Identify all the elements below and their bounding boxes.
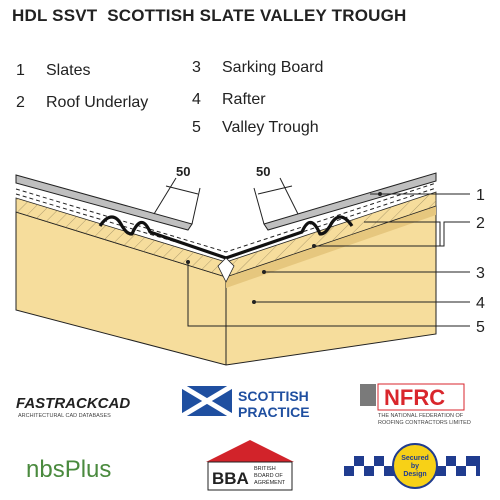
legend-number: 2 bbox=[16, 94, 25, 111]
sarking-board-left-hatch bbox=[16, 198, 226, 277]
leader-dot bbox=[378, 192, 382, 196]
dimension-label-left: 50 bbox=[176, 164, 190, 179]
sbd-line2: by bbox=[411, 463, 419, 470]
leader-2b bbox=[364, 221, 441, 246]
bba-logo: BBA BRITISH BOARD OF AGRÉMENT bbox=[206, 440, 294, 491]
page-title: HDL SSVT SCOTTISH SLATE VALLEY TROUGH bbox=[12, 6, 407, 25]
legend-label: Rafter bbox=[222, 91, 266, 108]
nfrc-crest-icon bbox=[360, 384, 376, 406]
rafter-shadow bbox=[226, 206, 436, 288]
scottish-practice-line1: SCOTTISH bbox=[238, 388, 309, 404]
sarking-board-right-hatch bbox=[226, 192, 436, 277]
slate-left bbox=[15, 174, 193, 231]
fastrackcad-name: FASTRACKCAD bbox=[16, 395, 130, 412]
nbs-plus-name: nbsPlus bbox=[26, 456, 111, 483]
nbs-plus-logo: nbsPlus bbox=[26, 456, 111, 483]
bba-base bbox=[207, 461, 293, 491]
callout-3: 3 bbox=[476, 265, 485, 282]
police-check-pattern bbox=[344, 456, 476, 476]
legend-label: Valley Trough bbox=[222, 119, 319, 136]
nfrc-badge bbox=[377, 383, 465, 411]
legend-label: Slates bbox=[46, 62, 91, 79]
nfrc-tagline-1: THE NATIONAL FEDERATION OF bbox=[378, 413, 464, 419]
dimension-label-right: 50 bbox=[256, 164, 270, 179]
secured-by-design-badge bbox=[392, 443, 438, 489]
legend-label: Roof Underlay bbox=[46, 94, 149, 111]
valley-fillet bbox=[217, 257, 235, 283]
roof-underlay-upper bbox=[15, 182, 437, 253]
callout-5: 5 bbox=[476, 319, 485, 336]
bba-name: BBA bbox=[212, 469, 249, 488]
callout-2: 2 bbox=[476, 215, 485, 232]
slate-right bbox=[263, 172, 437, 231]
legend-item-roof-underlay: 2 Roof Underlay bbox=[16, 94, 148, 112]
legend-item-sarking-board: 3 Sarking Board bbox=[192, 59, 323, 77]
bba-sub-1: BRITISH bbox=[254, 466, 276, 472]
legend-number: 5 bbox=[192, 119, 201, 136]
dimension-line-left bbox=[153, 177, 177, 215]
legend-number: 1 bbox=[16, 62, 25, 79]
callout-4: 4 bbox=[476, 295, 485, 312]
sbd-line3: Design bbox=[403, 471, 426, 478]
leader-5 bbox=[187, 262, 470, 327]
leader-dot bbox=[312, 244, 316, 248]
fastrackcad-tagline: ARCHITECTURAL CAD DATABASES bbox=[18, 413, 111, 419]
nfrc-tagline-2: ROOFING CONTRACTORS LIMITED bbox=[378, 420, 471, 426]
saltire-stroke bbox=[180, 383, 234, 419]
fastrackcad-logo: FASTRACKCAD ARCHITECTURAL CAD DATABASES bbox=[16, 395, 130, 419]
legend-item-valley-trough: 5 Valley Trough bbox=[192, 119, 319, 137]
dimension-line-right-b bbox=[279, 177, 299, 215]
dimension-line-left-b bbox=[191, 187, 201, 225]
dimension-line-right bbox=[253, 187, 265, 225]
dimension-arrow-left bbox=[165, 185, 199, 195]
bba-sub-3: AGRÉMENT bbox=[254, 479, 286, 486]
bba-roof-icon bbox=[206, 440, 294, 462]
scottish-practice-line2: PRACTICE bbox=[238, 404, 310, 420]
sbd-line1: Secured bbox=[401, 455, 429, 462]
leader-dot bbox=[186, 260, 190, 264]
legend-number: 3 bbox=[192, 59, 201, 76]
nfrc-name: NFRC bbox=[384, 385, 445, 410]
leader-dot bbox=[262, 270, 266, 274]
bba-sub-2: BOARD OF bbox=[254, 473, 283, 479]
dimension-arrow-right bbox=[257, 185, 293, 195]
leader-dot bbox=[252, 300, 256, 304]
leader-2a bbox=[314, 221, 470, 247]
secured-by-design-logo: Secured by Design bbox=[344, 443, 480, 489]
callout-1: 1 bbox=[476, 187, 485, 204]
legend-item-rafter: 4 Rafter bbox=[192, 91, 266, 109]
legend-number: 4 bbox=[192, 91, 201, 108]
scottish-practice-logo: SCOTTISH PRACTICE bbox=[180, 383, 310, 420]
legend-label: Sarking Board bbox=[222, 59, 324, 76]
nfrc-logo: NFRC THE NATIONAL FEDERATION OF ROOFING … bbox=[360, 383, 471, 426]
legend-item-slates: 1 Slates bbox=[16, 62, 90, 80]
